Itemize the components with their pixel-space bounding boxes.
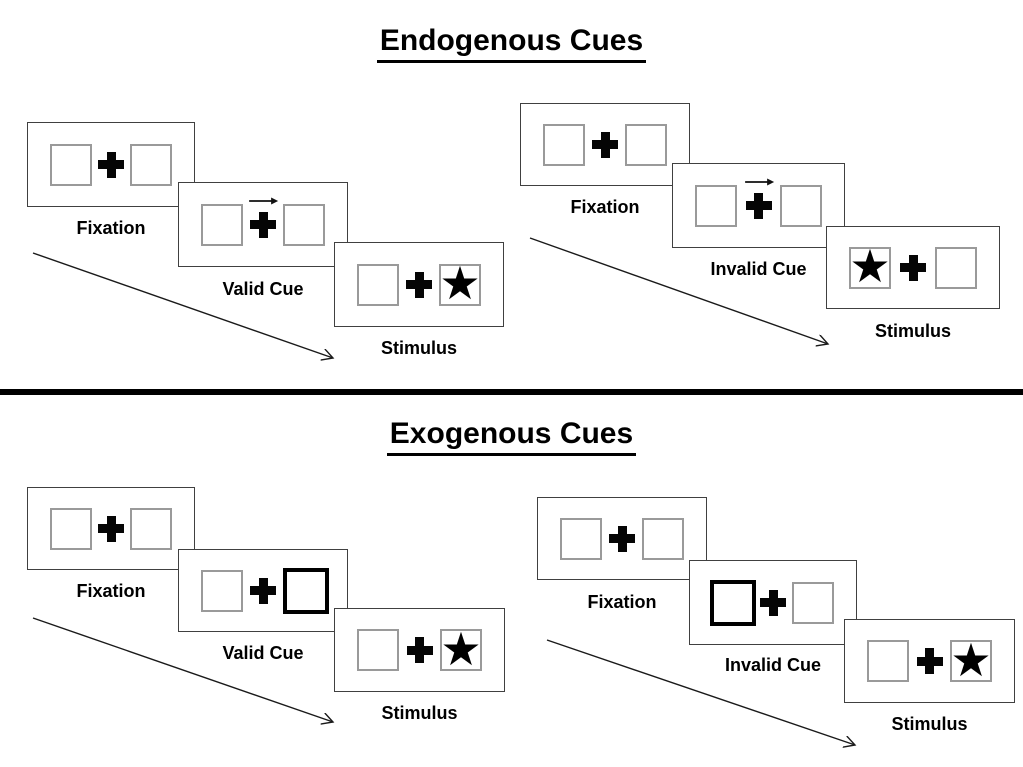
exogenous-invalid-stimulus-panel: ★ [844,619,1015,703]
endogenous-valid-fixation-panel [27,122,195,207]
exogenous-invalid-fixation-panel [537,497,707,580]
fixation-cross-icon [98,151,124,178]
right-box [780,184,822,227]
fixation-cross-icon [745,192,772,219]
right-box: ★ [950,632,992,687]
left-box: ★ [849,243,891,289]
star-stimulus-icon: ★ [439,256,481,310]
endogenous-valid-stimulus-panel: ★ [334,242,504,327]
fixation-cross-icon [916,648,943,674]
section-divider [0,389,1023,395]
exogenous-valid-cue-panel [178,549,348,632]
left-box [867,640,909,682]
fixation-cross-icon [609,525,635,552]
fixation-label: Fixation [587,592,657,612]
right-box [642,517,684,560]
right-box [130,507,172,550]
fixation-cross-icon [406,271,432,298]
section-title-endogenous-text: Endogenous Cues [376,24,647,63]
right-box [130,143,172,186]
left-box [50,143,92,186]
cue-label: Invalid Cue [710,259,807,279]
star-stimulus-icon: ★ [440,621,482,676]
timeline-arrow-endogenous-valid [32,252,333,358]
right-box [283,203,325,246]
cue-label: Invalid Cue [724,655,822,675]
stimulus-label: Stimulus [381,703,458,723]
exogenous-valid-stimulus-panel: ★ [334,608,505,692]
highlighted-cue-box [283,567,329,614]
endogenous-invalid-cue-panel [672,163,845,248]
section-title-exogenous: Exogenous Cues [0,417,1023,456]
left-box [560,517,602,560]
endogenous-valid-cue-panel [178,182,348,267]
left-box [201,569,243,612]
stimulus-label: Stimulus [891,714,968,734]
fixation-cross-icon [406,637,433,663]
right-arrow-cue-icon [249,197,279,205]
left-box [357,263,399,306]
section-title-exogenous-text: Exogenous Cues [386,417,637,456]
highlighted-cue-box [710,579,756,626]
section-title-endogenous: Endogenous Cues [0,24,1023,63]
cue-label: Valid Cue [222,643,304,663]
endogenous-invalid-stimulus-panel: ★ [826,226,1000,309]
star-stimulus-icon: ★ [950,632,992,687]
right-arrow-cue-icon [744,178,774,186]
left-box [201,203,243,246]
left-box [543,123,585,166]
fixation-cross-icon [250,577,276,604]
cue-label: Valid Cue [222,279,304,299]
fixation-label: Fixation [76,581,146,601]
star-stimulus-icon: ★ [849,239,891,293]
right-box [625,123,667,166]
right-box [792,581,834,624]
fixation-cross-icon [250,211,276,238]
endogenous-invalid-fixation-panel [520,103,690,186]
left-box [695,184,737,227]
exogenous-valid-fixation-panel [27,487,195,570]
right-box [935,246,977,289]
fixation-label: Fixation [570,197,640,217]
stimulus-label: Stimulus [874,321,951,341]
fixation-cross-icon [900,254,926,281]
left-box [50,507,92,550]
fixation-cross-icon [592,131,618,158]
fixation-cross-icon [98,515,124,542]
stimulus-label: Stimulus [380,338,457,358]
fixation-label: Fixation [76,218,146,238]
fixation-cross-icon [760,589,786,616]
left-box [357,629,399,671]
timeline-arrow-exogenous-valid [32,617,333,722]
timeline-arrow-endogenous-invalid [529,237,828,344]
timeline-arrow-exogenous-invalid [546,639,855,745]
right-box: ★ [440,621,482,676]
right-box: ★ [439,260,481,306]
exogenous-invalid-cue-panel [689,560,857,645]
